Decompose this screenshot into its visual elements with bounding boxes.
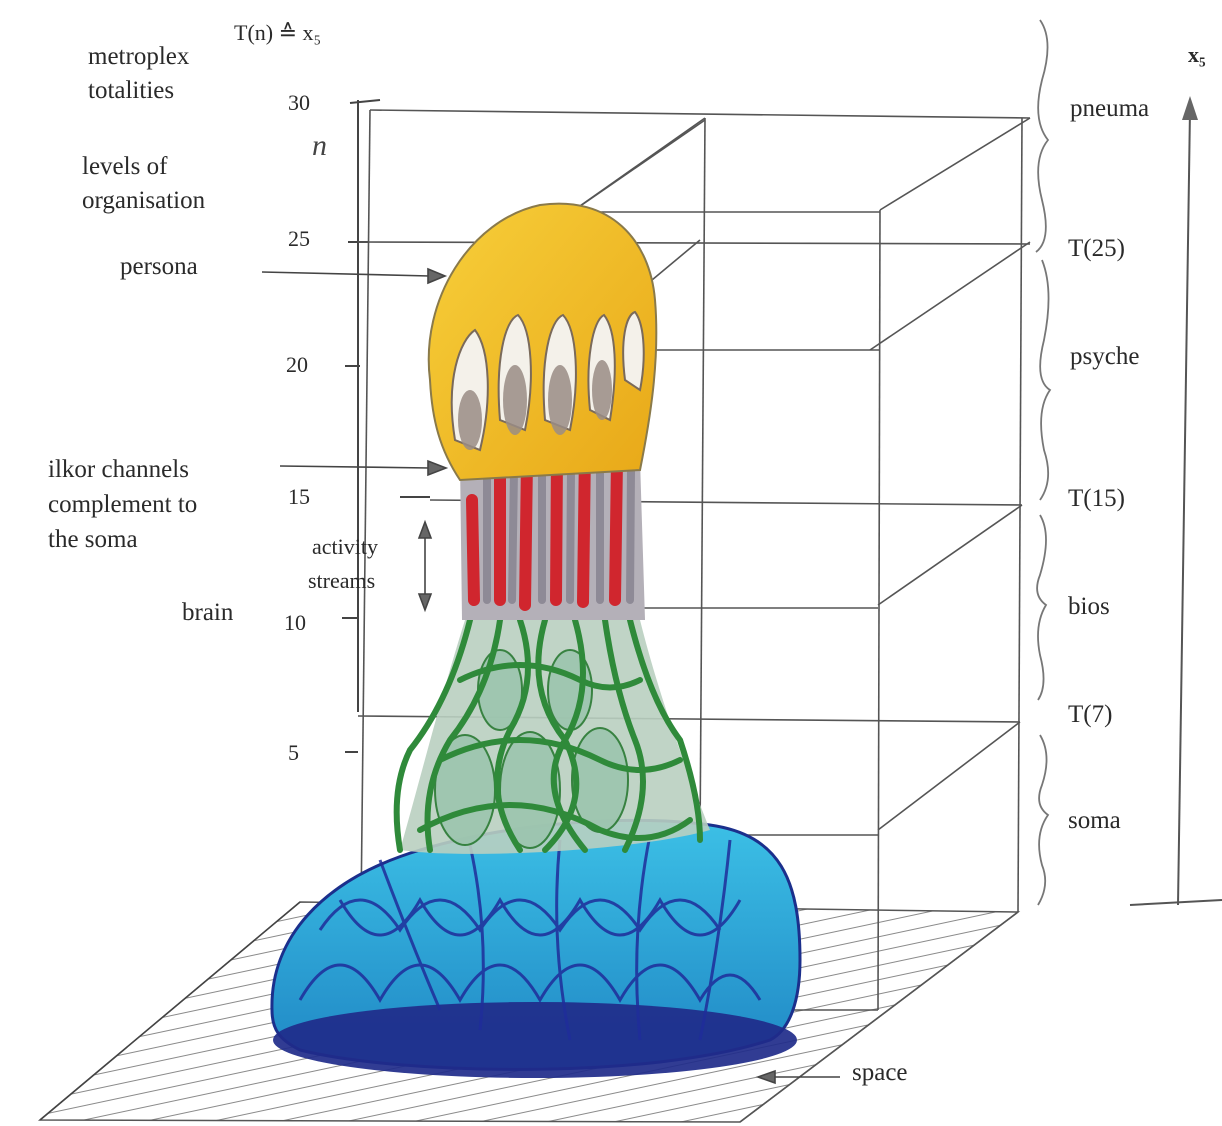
bios-label: bios <box>1068 592 1110 622</box>
brain-label: brain <box>182 598 233 628</box>
persona-label: persona <box>120 252 198 282</box>
tick-label-30: 30 <box>288 90 310 116</box>
psyche-label: psyche <box>1070 342 1139 372</box>
tick-label-5: 5 <box>288 740 299 766</box>
t15-label: T(15) <box>1068 484 1125 514</box>
n-variable-label: n <box>312 128 327 164</box>
formula-label: T(n) ≙ x₅ <box>234 20 321 46</box>
tick-label-20: 20 <box>286 352 308 378</box>
x5-axis-label: x₅ <box>1188 42 1206 68</box>
tick-label-10: 10 <box>284 610 306 636</box>
title-line-1: metroplex <box>88 42 189 72</box>
pneuma-label: pneuma <box>1070 94 1149 124</box>
t25-label: T(25) <box>1068 234 1125 264</box>
level-braces <box>1036 20 1050 905</box>
brain-section <box>397 620 710 854</box>
ilkor-line-3: the soma <box>48 525 138 555</box>
x5-axis <box>1130 96 1222 905</box>
ilkor-line-1: ilkor channels <box>48 455 189 485</box>
levels-line-1: levels of <box>82 152 167 182</box>
soma-label: soma <box>1068 806 1121 836</box>
tick-axis <box>342 100 430 752</box>
space-label: space <box>852 1058 908 1088</box>
title-line-2: totalities <box>88 76 174 106</box>
tick-label-25: 25 <box>288 226 310 252</box>
activity-streams-line-1: activity <box>312 534 378 560</box>
soma-dome <box>272 820 800 1078</box>
levels-line-2: organisation <box>82 186 205 216</box>
activity-streams-line-2: streams <box>308 568 375 594</box>
tick-label-15: 15 <box>288 484 310 510</box>
t7-label: T(7) <box>1068 700 1112 730</box>
persona-head <box>429 204 657 480</box>
ilkor-line-2: complement to <box>48 490 197 520</box>
